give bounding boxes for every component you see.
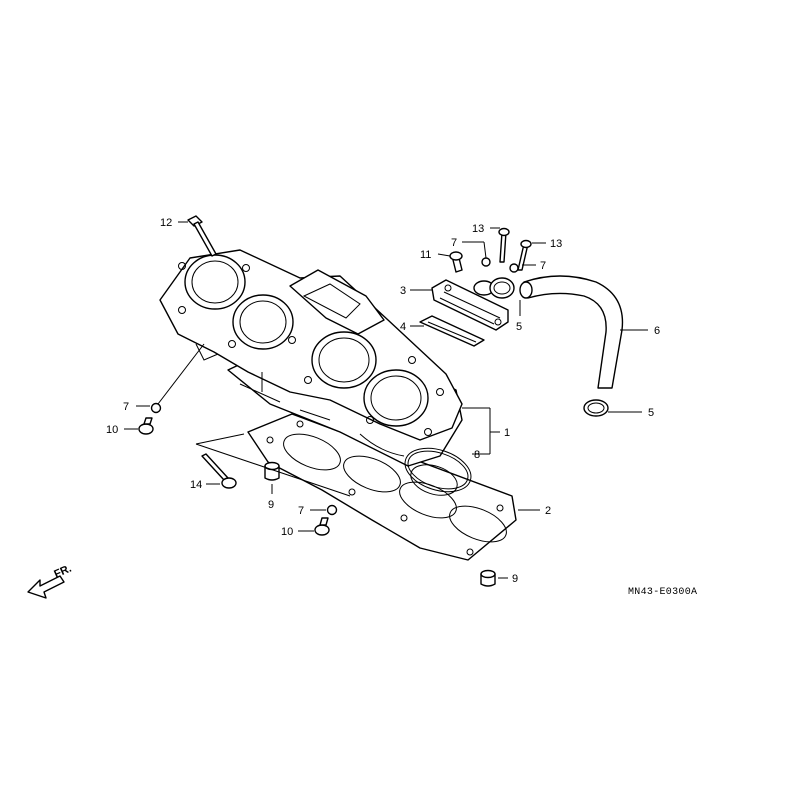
callout-9: 9 — [268, 499, 274, 511]
callout-10: 10 — [281, 526, 293, 538]
bolt-13-a — [481, 227, 510, 267]
callout-labels: 12 7 10 14 9 7 10 1 8 2 9 3 4 11 13 7 13… — [106, 217, 660, 585]
hose-clamp-5-lower — [583, 399, 609, 417]
diagram-code: MN43-E0300A — [628, 587, 697, 598]
dowel-pin-9-a — [264, 461, 280, 481]
callout-7: 7 — [540, 260, 546, 272]
leader-lines — [124, 221, 648, 579]
callout-5: 5 — [648, 407, 654, 419]
callout-7: 7 — [298, 505, 304, 517]
callout-8: 8 — [474, 449, 480, 461]
bolt-11 — [449, 251, 463, 273]
callout-2: 2 — [545, 505, 551, 517]
water-hose — [519, 275, 624, 389]
callout-12: 12 — [160, 217, 172, 229]
cylinder-block — [159, 249, 463, 467]
stud-bolt-12 — [187, 215, 217, 257]
bolt-13-b — [509, 239, 532, 273]
front-arrow-icon — [27, 575, 65, 599]
front-marker: FR. — [27, 563, 73, 599]
flange-bolt-10-left — [138, 402, 162, 435]
callout-13: 13 — [472, 223, 484, 235]
o-ring — [404, 447, 472, 496]
callout-5: 5 — [516, 321, 522, 333]
hose-clamp-5-upper — [489, 277, 515, 299]
callout-3: 3 — [400, 285, 406, 297]
callout-10: 10 — [106, 424, 118, 436]
water-joint — [431, 279, 509, 331]
callout-7: 7 — [123, 401, 129, 413]
callout-6: 6 — [654, 325, 660, 337]
callout-14: 14 — [190, 479, 202, 491]
flange-bolt-10-center — [314, 504, 338, 536]
callout-13: 13 — [550, 238, 562, 250]
callout-1: 1 — [504, 427, 510, 439]
dowel-pin-9-b — [480, 569, 496, 587]
callout-7: 7 — [451, 237, 457, 249]
front-label: FR. — [52, 563, 73, 581]
stud-bolt-14 — [201, 453, 237, 489]
callout-9: 9 — [512, 573, 518, 585]
callout-11: 11 — [420, 249, 431, 261]
callout-4: 4 — [400, 321, 406, 333]
water-joint-gasket — [419, 315, 485, 347]
